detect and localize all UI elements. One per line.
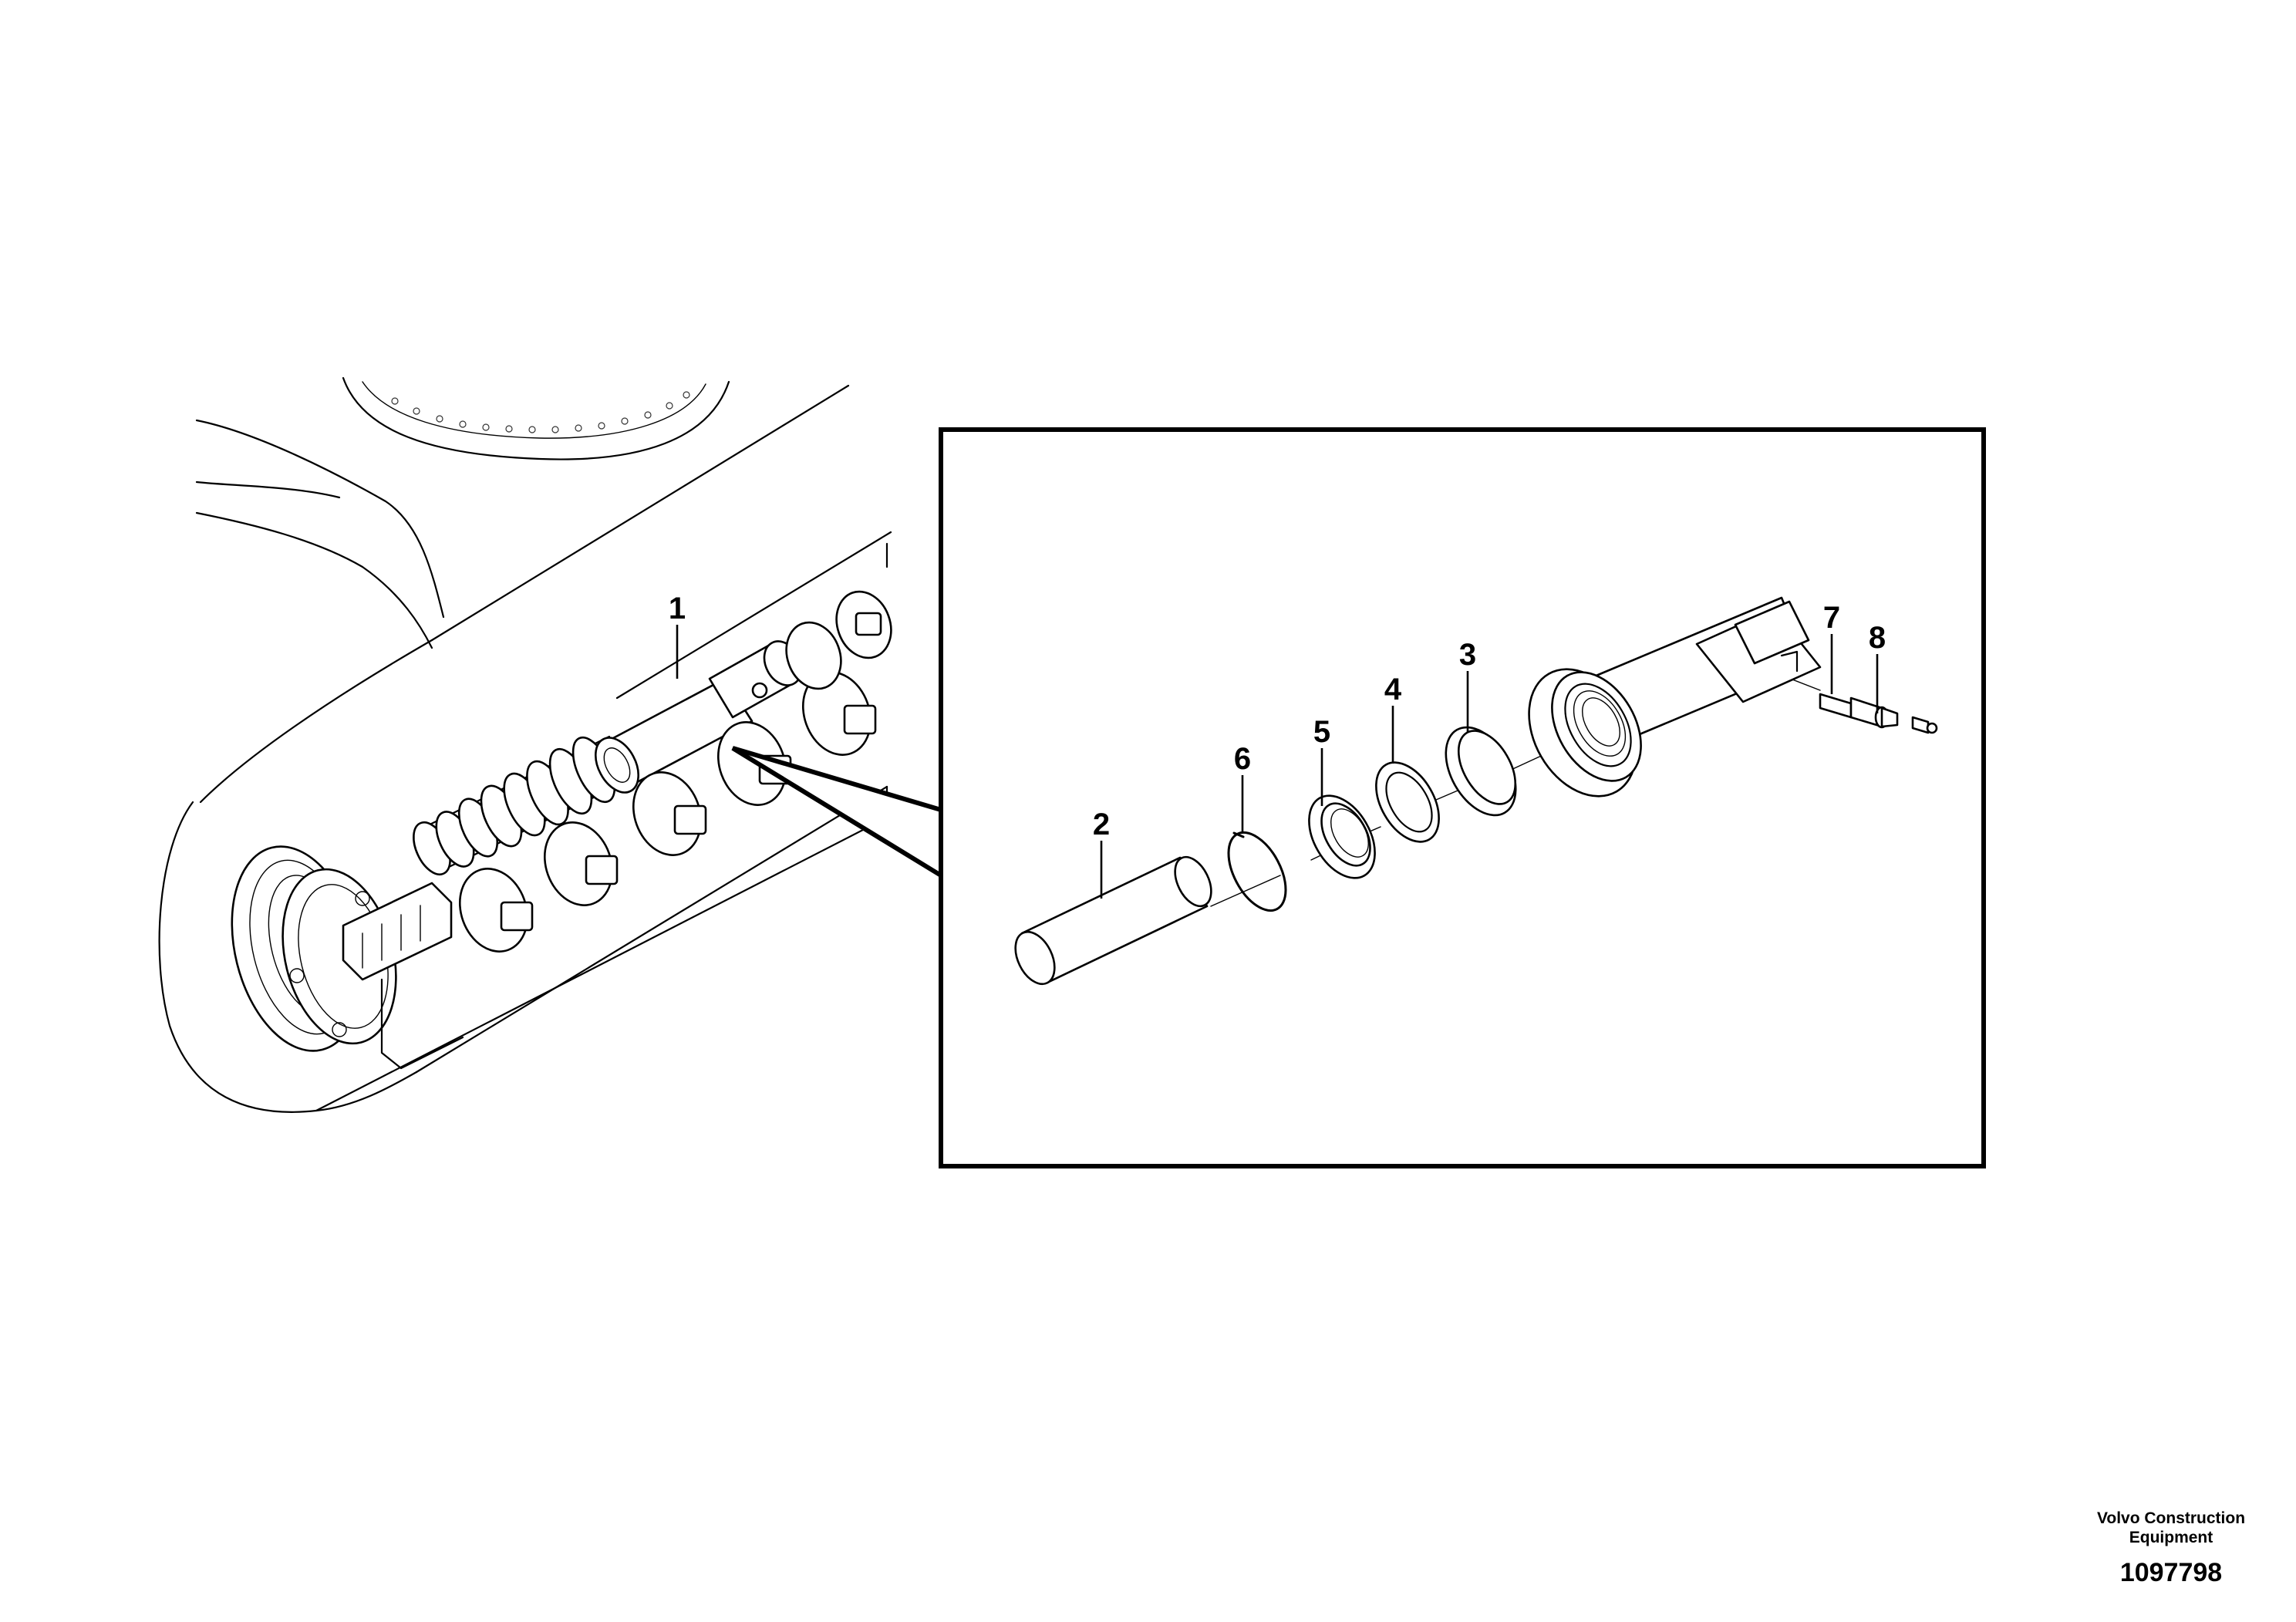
callout-8: 8 (1869, 621, 1886, 655)
recoil-spring (413, 735, 642, 876)
detail-pointer (731, 746, 943, 879)
callout-labels: 1 2 3 4 5 6 7 8 (669, 592, 1886, 841)
footer-block: Volvo Construction Equipment 1097798 (2097, 1509, 2245, 1587)
part-1-cylinder (1528, 596, 1822, 798)
part-4-washer (1375, 761, 1440, 843)
part-7-valve (1819, 693, 1899, 729)
detail-frame (939, 427, 1986, 1168)
callout-6: 6 (1234, 742, 1251, 776)
track-adjuster-cylinder-overview (594, 640, 803, 794)
callout-3: 3 (1459, 638, 1476, 672)
callout-leaders (676, 625, 1879, 899)
part-6-snap-ring (1227, 831, 1287, 912)
callout-2: 2 (1093, 808, 1110, 841)
exploded-view (1014, 596, 1938, 986)
part-8-nipple (1911, 716, 1938, 734)
undercarriage-overview (158, 376, 892, 1113)
callout-5: 5 (1313, 715, 1330, 749)
company-name-line1: Volvo Construction (2097, 1509, 2245, 1527)
callout-4: 4 (1384, 673, 1402, 706)
callout-1: 1 (669, 592, 686, 626)
track-rollers (458, 590, 892, 953)
part-5-seal (1308, 794, 1376, 879)
part-2-pin (1014, 855, 1212, 986)
company-name-line2: Equipment (2129, 1529, 2213, 1546)
drawing-number: 1097798 (2120, 1558, 2222, 1587)
part-3-ring (1445, 726, 1517, 817)
callout-7: 7 (1823, 601, 1840, 635)
